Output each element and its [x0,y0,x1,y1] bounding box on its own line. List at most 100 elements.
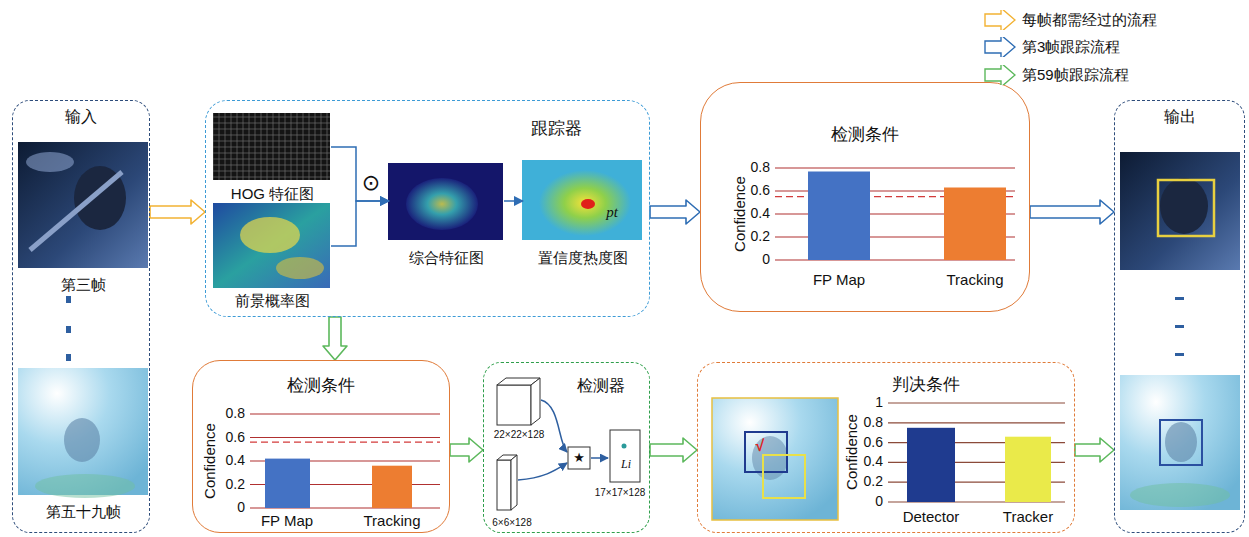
annotation: Tracking [364,513,421,530]
axis-tick: 0.4 [751,206,770,221]
panel-title: 输出 [1115,107,1244,127]
axis-tick: 0.8 [751,160,770,175]
ellipsis-dot [66,326,71,333]
grid-line [250,413,440,414]
annotation: Tracking [947,272,1004,289]
cube-face [497,460,511,510]
hog-map [213,113,330,180]
peak-dot [581,199,595,209]
annotation: Li [621,458,631,471]
heat-blob [406,178,478,230]
axis-tick: 0.4 [226,453,245,468]
axis-tick: 0 [762,252,770,267]
decision-panel: 判决条件 [697,362,1075,533]
annotation: 17×17×128 [595,487,646,498]
annotation: 第五十九帧 [46,504,121,521]
ellipsis-dot [1175,325,1184,328]
flow-arrow [650,200,700,224]
detection-box [745,432,787,472]
legend-arrow-shape [985,10,1015,30]
person-silhouette [1165,422,1197,462]
feature-image: 综合特征图 [389,164,504,268]
output-panel: 输出 [1114,100,1245,533]
condition-panel: 检测条件 [192,360,450,533]
annotation: FP Map [261,513,313,530]
annotation: √ [756,437,765,455]
tracker-panel: 跟踪器 HOG 特征图前景概率图 综合特征图置信度热度图 [205,100,650,317]
panel-title: 跟踪器 [206,119,649,139]
flow-arrow [1030,200,1114,224]
annotation: 第三帧 [61,277,106,294]
image-caption: 综合特征图 [389,248,504,268]
combined-map [388,163,503,240]
grid-lines [775,168,1015,260]
annotation: 22×22×128 [494,429,545,440]
annotation: Detector [903,509,960,526]
legend-arrow [984,65,1016,85]
connector-line [504,200,523,202]
axis-tick: 0 [237,500,245,515]
axis-tick: 0.6 [226,430,245,445]
legend-item: 第59帧跟踪流程 [984,65,1129,85]
crowd-glow [1130,483,1230,507]
hollow-arrow [450,438,483,462]
axis-tick: 0.2 [751,229,770,244]
threshold-line [250,442,440,443]
ellipsis-dot [1175,297,1184,300]
axis-title: Confidence [202,423,219,499]
axis-tick: 1 [875,395,883,410]
axis-tick: 0.2 [864,474,883,489]
legend-arrow-shape [985,65,1015,85]
feature-cube [497,455,517,510]
bar [265,459,310,508]
axis-tick: 0.4 [864,455,883,470]
frame-image [712,398,838,520]
feature-arrow [504,201,523,202]
hollow-arrow [1075,438,1114,462]
legend-text: 第3帧跟踪流程 [1022,37,1120,57]
correlation-box [568,447,590,469]
person-silhouette [752,436,788,480]
axis-tick: 0.6 [751,183,770,198]
hollow-arrow [1030,200,1114,224]
cube-face [497,385,531,425]
grid-line [775,167,1015,168]
panel-title: 输入 [13,107,149,127]
legend-text: 第59帧跟踪流程 [1022,65,1129,85]
axis-tick: 0.8 [226,406,245,421]
connector-line [331,201,389,246]
bar [944,188,1006,261]
feature-image: 置信度热度图 [523,161,643,268]
conv-arrow [541,400,567,452]
annotation: ★ [573,451,585,465]
frame-image [1120,152,1240,270]
cube-face [511,455,517,510]
ellipsis-dot [66,354,71,361]
grid-lines [250,414,440,508]
axis-tick: 0 [875,494,883,509]
grid-line [888,422,1065,423]
bar [372,466,412,508]
hollow-arrow [650,200,700,224]
legend-text: 每帧都需经过的流程 [1022,10,1157,30]
panel-title: 检测条件 [193,376,449,396]
legend-arrow-shape [985,37,1015,57]
image-caption: HOG 特征图 [214,184,331,204]
cube-face [531,378,540,425]
guitar-neck [30,172,122,250]
flow-arrow [1075,438,1114,462]
legend-arrow [984,10,1016,30]
bar [907,428,955,502]
heat-blob [240,217,300,253]
legend-item: 第3帧跟踪流程 [984,37,1120,57]
axis-title: Confidence [844,414,861,490]
heat-blob [276,257,324,279]
image-caption: 置信度热度图 [523,248,643,268]
annotation: pt [606,204,618,221]
feature-cube [497,378,540,425]
flow-arrow [450,438,483,462]
feature-image: HOG 特征图 [214,114,331,204]
crowd-glow [35,474,135,498]
foreground-map [213,203,330,288]
image-caption: 前景概率图 [214,291,331,311]
